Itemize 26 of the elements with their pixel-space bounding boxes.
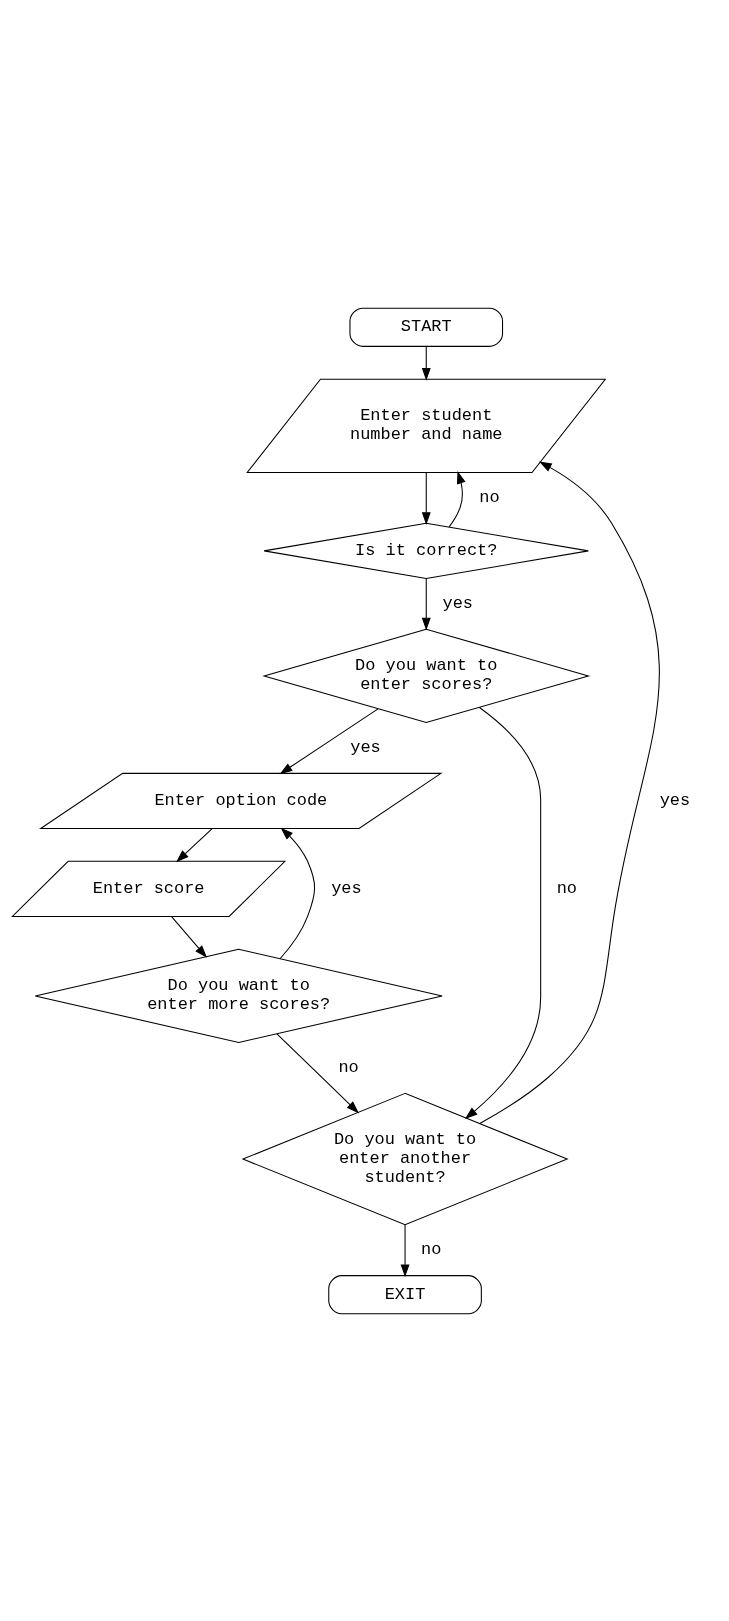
arrow <box>479 461 660 1124</box>
edge-label: no <box>421 1239 442 1259</box>
node-diamond: Do you want to enter scores? <box>262 628 591 723</box>
edge-label: yes <box>350 737 381 757</box>
arrow <box>279 827 316 959</box>
edge-label: no <box>556 878 578 898</box>
edge-label: no <box>479 487 500 507</box>
node-box: START <box>349 307 504 347</box>
arrow <box>464 706 542 1119</box>
arrow <box>421 577 431 630</box>
edge-label: no <box>338 1057 359 1077</box>
node-diamond: Do you want to enter another student? <box>241 1092 569 1225</box>
arrow <box>279 707 379 774</box>
arrow <box>176 827 213 862</box>
arrow <box>421 471 431 525</box>
arrow <box>400 1223 410 1277</box>
node-diamond: Is it correct? <box>263 522 589 579</box>
arrow <box>448 470 466 527</box>
arrow <box>276 1032 359 1113</box>
arrow <box>421 345 431 381</box>
edge-label: yes <box>331 878 362 898</box>
edge-label: yes <box>659 790 691 810</box>
arrow <box>171 915 207 958</box>
node-box: EXIT <box>328 1274 482 1314</box>
edge-label: yes <box>442 593 473 613</box>
node-diamond: Do you want to enter more scores? <box>34 948 443 1043</box>
